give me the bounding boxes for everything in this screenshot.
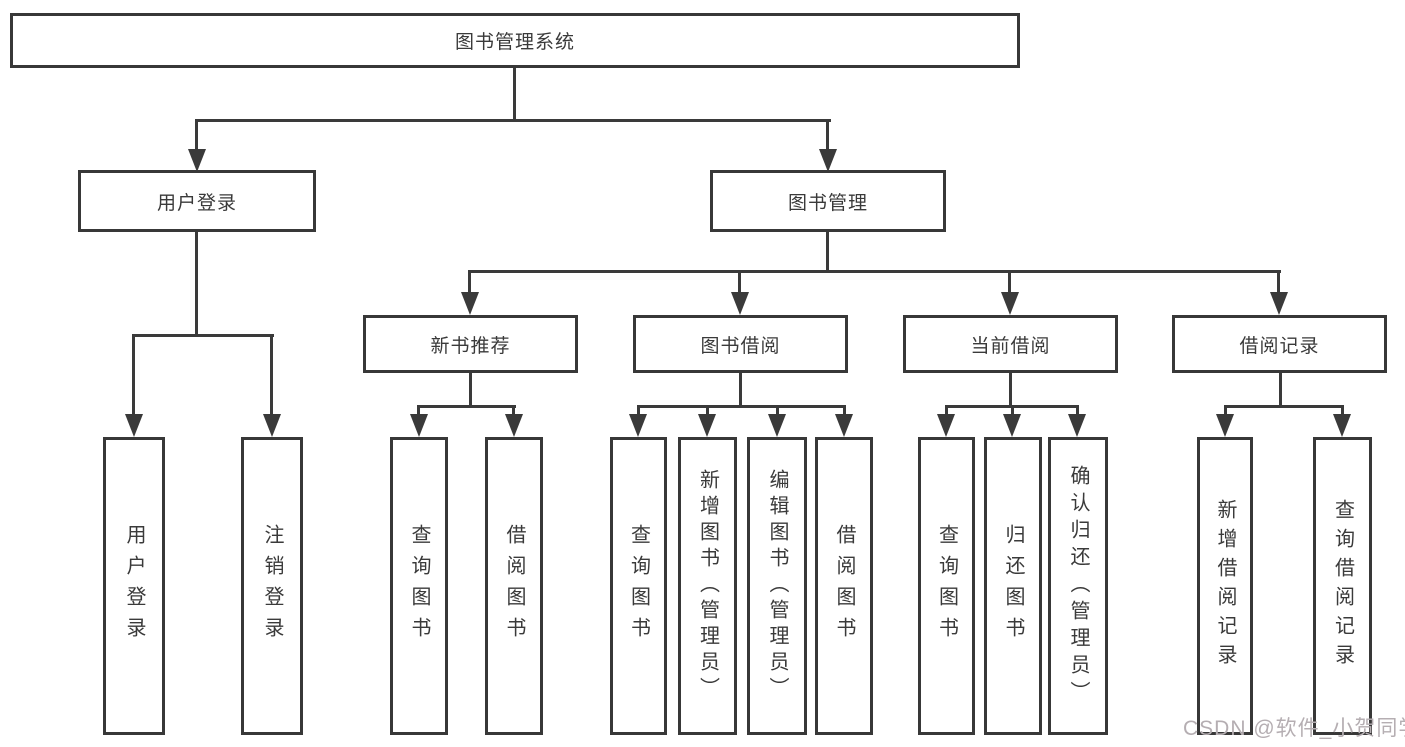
connector-drop [637, 405, 640, 416]
arrow-down-icon [1068, 414, 1086, 437]
leaf-confirm-return-admin: 确认归还（管理员） [1048, 437, 1108, 735]
node-label: 图书管理系统 [454, 32, 575, 53]
leaf-query-books-borrow: 查询图书 [610, 437, 667, 735]
leaf-label: 查询图书 [935, 524, 958, 648]
leaf-label: 查询借阅记录 [1331, 499, 1354, 673]
node-label: 当前借阅 [970, 335, 1051, 357]
node-label: 图书借阅 [700, 335, 781, 357]
node-label: 图书管理 [787, 192, 868, 214]
connector-stub [469, 373, 472, 408]
connector-drop [738, 270, 741, 295]
leaf-label: 编辑图书（管理员） [766, 469, 788, 703]
leaf-borrow-books-recommend: 借阅图书 [485, 437, 543, 735]
leaf-query-books-current: 查询图书 [918, 437, 975, 735]
arrow-down-icon [698, 414, 716, 437]
node-user-login: 用户登录 [78, 170, 316, 232]
connector-root-drop-right [826, 119, 829, 151]
arrow-down-icon [1333, 414, 1351, 437]
leaf-label: 查询图书 [627, 524, 650, 648]
node-borrow-records: 借阅记录 [1172, 315, 1387, 373]
connector-drop [776, 405, 779, 416]
arrow-down-icon [461, 292, 479, 315]
leaf-edit-books-admin: 编辑图书（管理员） [747, 437, 807, 735]
leaf-logout: 注销登录 [241, 437, 303, 735]
node-label: 用户登录 [156, 192, 237, 214]
leaf-borrow-books: 借阅图书 [815, 437, 873, 735]
leaf-label: 确认归还（管理员） [1067, 464, 1089, 708]
leaf-add-borrow-record: 新增借阅记录 [1197, 437, 1253, 735]
connector-root-drop-left [195, 119, 198, 151]
connector-drop [843, 405, 846, 416]
arrow-down-icon [263, 414, 281, 437]
arrow-down-icon [1270, 292, 1288, 315]
arrow-down-icon [731, 292, 749, 315]
connector-drop [1008, 270, 1011, 295]
arrow-down-icon [410, 414, 428, 437]
connector-drop [1224, 405, 1227, 416]
connector-stub [195, 232, 198, 337]
leaf-label: 归还图书 [1002, 524, 1024, 648]
leaf-label: 新增图书（管理员） [696, 469, 719, 703]
leaf-label: 借阅图书 [503, 524, 525, 648]
arrow-to-book-management-icon [819, 149, 837, 172]
arrow-down-icon [505, 414, 523, 437]
connector-drop [945, 405, 948, 416]
connector-drop [1076, 405, 1079, 416]
connector-stub [826, 232, 829, 273]
leaf-label: 注销登录 [261, 524, 283, 648]
node-book-management: 图书管理 [710, 170, 946, 232]
leaf-query-books-recommend: 查询图书 [390, 437, 448, 735]
leaf-label: 新增借阅记录 [1214, 499, 1236, 673]
leaf-label: 用户登录 [123, 524, 145, 648]
connector-hline [637, 405, 846, 408]
node-label: 借阅记录 [1239, 335, 1320, 357]
leaf-return-books: 归还图书 [984, 437, 1042, 735]
connector-stub [739, 373, 742, 408]
arrow-down-icon [1003, 414, 1021, 437]
leaf-label: 借阅图书 [833, 524, 855, 648]
connector-root-hline [195, 119, 831, 122]
node-current-borrow: 当前借阅 [903, 315, 1118, 373]
node-library-management-system: 图书管理系统 [10, 13, 1020, 68]
connector-root-stub [513, 68, 516, 121]
leaf-query-borrow-record: 查询借阅记录 [1313, 437, 1372, 735]
arrow-to-user-login-icon [188, 149, 206, 172]
connector-drop [132, 334, 135, 415]
connector-drop [270, 334, 273, 415]
node-label: 新书推荐 [430, 335, 511, 357]
connector-drop [1011, 405, 1014, 416]
arrow-down-icon [1216, 414, 1234, 437]
csdn-watermark: CSDN @软件_小贺同学 [1183, 717, 1405, 740]
connector-drop [468, 270, 471, 295]
arrow-down-icon [937, 414, 955, 437]
connector-drop [1341, 405, 1344, 416]
arrow-down-icon [768, 414, 786, 437]
leaf-user-login: 用户登录 [103, 437, 165, 735]
connector-drop [1277, 270, 1280, 295]
leaf-label: 查询图书 [408, 524, 430, 648]
connector-stub [1009, 373, 1012, 408]
arrow-down-icon [835, 414, 853, 437]
connector-hline [468, 270, 1281, 273]
connector-drop [512, 405, 515, 416]
connector-hline [1224, 405, 1344, 408]
connector-drop [417, 405, 420, 416]
leaf-add-books-admin: 新增图书（管理员） [678, 437, 737, 735]
connector-hline [417, 405, 516, 408]
node-book-borrow: 图书借阅 [633, 315, 848, 373]
connector-stub [1279, 373, 1282, 408]
connector-drop [706, 405, 709, 416]
node-new-book-recommend: 新书推荐 [363, 315, 578, 373]
arrow-down-icon [1001, 292, 1019, 315]
arrow-down-icon [629, 414, 647, 437]
connector-hline [132, 334, 274, 337]
arrow-down-icon [125, 414, 143, 437]
